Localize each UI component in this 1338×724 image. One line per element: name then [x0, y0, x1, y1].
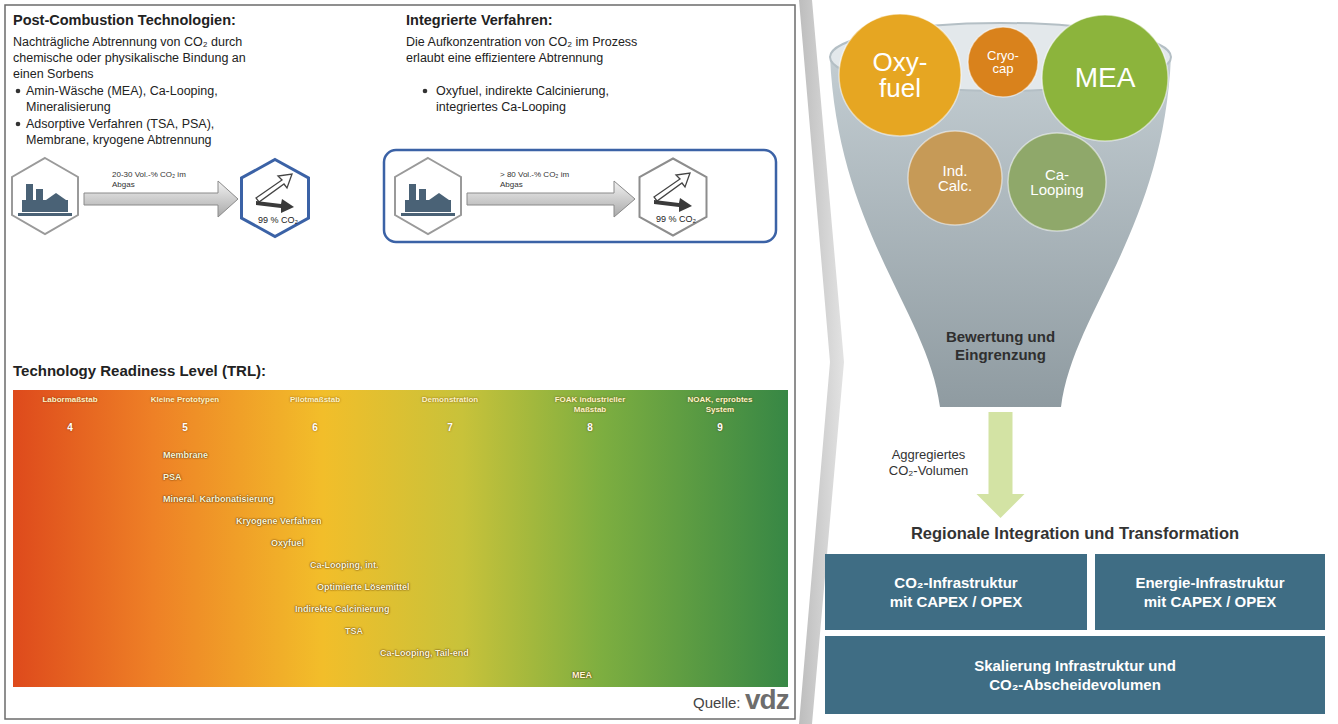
hexagon-outline	[640, 159, 707, 236]
panel-frame	[5, 5, 795, 719]
circle-outline	[839, 14, 961, 136]
trl-stage: FOAK industrieller Maßstab	[545, 395, 635, 415]
plant-hexagon	[395, 158, 461, 234]
flue-gas-arrow	[467, 181, 635, 217]
technology-item: Kryogene Verfahren	[236, 516, 322, 526]
node-text: Ca- Looping	[1027, 167, 1087, 197]
technology-circle: Oxy- fuel	[838, 13, 962, 137]
technology-item: Oxyfuel	[271, 538, 304, 548]
infrastructure-box: Skalierung Infrastruktur und CO₂-Abschei…	[825, 636, 1325, 714]
infrastructure-box: Energie-Infrastruktur mit CAPEX / OPEX	[1095, 554, 1325, 630]
node-text: Cryo- cap	[984, 49, 1022, 75]
arrow-note: 20-30 Vol.-% CO₂ im Abgas	[112, 170, 192, 190]
co2-arrow-icon	[256, 199, 294, 213]
technology-item: Ca-Looping, int.	[310, 560, 378, 570]
gas-arrow-icon	[654, 173, 690, 201]
source-note: Quelle:	[693, 694, 741, 711]
trl-stage: Labormaßstab	[15, 395, 125, 405]
section-heading: Post-Combustion Technologien:	[13, 12, 236, 28]
node-text: MEA	[1050, 64, 1160, 92]
node-text: Skalierung Infrastruktur und CO₂-Abschei…	[960, 656, 1190, 694]
circle-outline	[1008, 133, 1106, 231]
node-text: Bewertung und Eingrenzung	[926, 328, 1076, 364]
infrastructure-box: CO₂-Infrastruktur mit CAPEX / OPEX	[825, 554, 1087, 630]
node-text: Oxy- fuel	[869, 49, 931, 101]
trl-number: 5	[170, 422, 200, 433]
trl-band	[13, 390, 788, 687]
technology-item: MEA	[572, 670, 592, 680]
arrow-note: > 80 Vol.-% CO₂ im Abgas	[500, 170, 580, 190]
hexagon-outline	[242, 160, 309, 237]
technology-item: Mineral. Karbonatisierung	[163, 494, 274, 504]
node-text: Energie-Infrastruktur mit CAPEX / OPEX	[1128, 573, 1293, 611]
trl-stage: Kleine Prototypen	[130, 395, 240, 405]
output-hexagon: 99 % CO₂	[638, 157, 708, 237]
bullet-text: Oxyfuel, indirekte Calcinierung, integri…	[436, 83, 651, 115]
process-frame	[384, 150, 776, 242]
trl-number: 9	[705, 422, 735, 433]
gas-arrow-icon	[256, 174, 292, 202]
circle-outline	[968, 27, 1038, 97]
node-outline	[638, 157, 708, 237]
trl-number: 7	[435, 422, 465, 433]
integration-group: Regionale Integration und Transformation…	[820, 520, 1330, 718]
section-heading: Integrierte Verfahren:	[406, 12, 553, 28]
node-text: Regionale Integration und Transformation	[911, 524, 1239, 543]
trl-stage: NOAK, erprobtes System	[675, 395, 765, 415]
technology-item: Ca-Looping, Tail-end	[380, 648, 469, 658]
trl-number: 6	[300, 422, 330, 433]
section-heading: Technology Readiness Level (TRL):	[13, 362, 266, 379]
body-text: Nachträgliche Abtrennung von CO₂ durch c…	[13, 34, 253, 82]
technology-circle: MEA	[1041, 14, 1169, 142]
trl-number: 4	[55, 422, 85, 433]
node-text: CO₂-Infrastruktur mit CAPEX / OPEX	[882, 573, 1030, 611]
arrow-head	[977, 494, 1025, 518]
node-text: Ind. Calc.	[933, 163, 977, 193]
node-text: 99 % CO₂	[252, 215, 298, 225]
technology-circle: Ind. Calc.	[907, 130, 1003, 226]
node-outline	[240, 158, 310, 238]
technology-circle: Cryo- cap	[967, 26, 1039, 98]
circle-outline	[908, 131, 1002, 225]
circle-outline	[1042, 15, 1168, 141]
edge-label: Aggregiertes CO₂-Volumen	[881, 447, 977, 479]
co2-arrow-icon	[654, 198, 692, 212]
trl-stage: Pilotmaßstab	[260, 395, 370, 405]
bullet-text: Amin-Wäsche (MEA), Ca-Looping, Mineralis…	[26, 83, 258, 115]
flue-gas-arrow	[84, 181, 238, 217]
technology-item: Membrane	[163, 450, 208, 460]
technology-item: Indirekte Calcinierung	[295, 604, 390, 614]
selection-funnel: Bewertung und Eingrenzung Oxy- fuel Cryo- …	[828, 12, 1173, 410]
bullet-text: Adsorptive Verfahren (TSA, PSA), Membran…	[26, 116, 258, 148]
source-logo: vdz	[745, 686, 789, 714]
trl-stage: Demonstration	[395, 395, 505, 405]
body-text: Die Aufkonzentration von CO₂ im Prozess …	[406, 34, 638, 66]
arrow-shaft	[989, 412, 1013, 494]
node-text: 99 % CO₂	[650, 214, 696, 224]
technology-circle: Ca- Looping	[1007, 132, 1107, 232]
plant-hexagon	[12, 158, 78, 234]
technology-item: Optimierte Lösemittel	[317, 582, 410, 592]
flow-arrow	[977, 412, 1025, 518]
trl-number: 8	[575, 422, 605, 433]
output-hexagon: 99 % CO₂	[240, 158, 310, 238]
technology-item: PSA	[163, 472, 182, 482]
technology-item: TSA	[345, 626, 363, 636]
